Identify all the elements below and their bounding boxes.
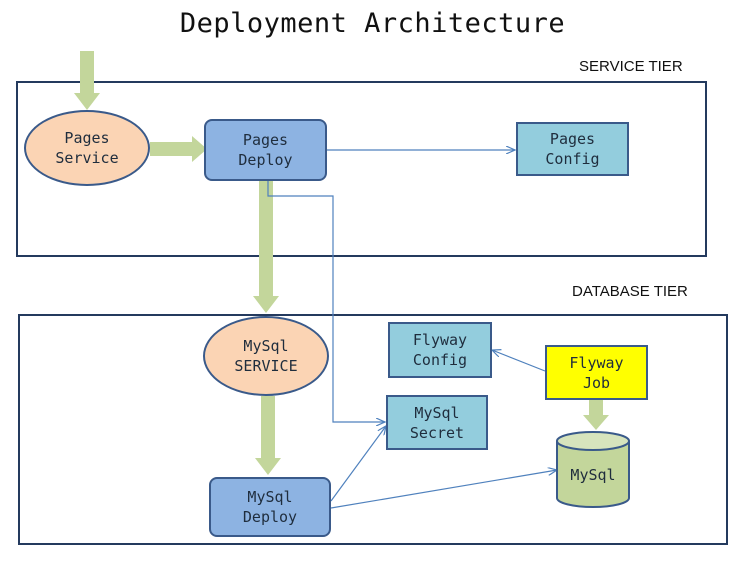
pages-deploy-node: Pages Deploy	[204, 119, 327, 181]
thick-arrow-pages-deploy-to-mysql-service	[253, 181, 279, 313]
pages-config-label: Pages Config	[545, 130, 600, 168]
thin-arrow-mysql-deploy-to-mysql-db	[330, 470, 557, 509]
thick-arrow-external-to-pages-service	[74, 51, 100, 110]
thick-arrow-flyway-job-to-mysql-db	[583, 400, 609, 430]
mysql-db-cylinder	[556, 431, 630, 508]
pages-config-node: Pages Config	[516, 122, 629, 176]
flyway-config-node: Flyway Config	[388, 322, 492, 378]
mysql-db-node: MySql	[557, 452, 629, 498]
mysql-deploy-label: MySql Deploy	[242, 488, 298, 526]
flyway-config-label: Flyway Config	[412, 331, 468, 369]
thick-arrow-mysql-service-to-mysql-deploy	[255, 396, 281, 475]
thick-arrow-pages-service-to-pages-deploy	[150, 136, 207, 162]
pages-deploy-label: Pages Deploy	[238, 131, 293, 169]
database-tier-label: DATABASE TIER	[572, 283, 688, 300]
mysql-db-label: MySql	[570, 466, 616, 484]
service-tier-label: SERVICE TIER	[579, 58, 683, 75]
mysql-service-node: MySql SERVICE	[203, 316, 329, 396]
thin-arrow-pages-deploy-to-mysql-secret	[267, 181, 385, 422]
flyway-job-node: Flyway Job	[545, 345, 648, 400]
pages-service-node: Pages Service	[24, 110, 150, 186]
mysql-secret-label: MySql Secret	[409, 403, 465, 442]
flyway-job-label: Flyway Job	[569, 353, 624, 392]
service-tier-frame	[16, 81, 707, 257]
thin-arrow-mysql-deploy-to-mysql-secret	[330, 426, 386, 502]
database-tier-frame	[18, 314, 728, 545]
thin-arrow-flyway-job-to-flyway-config	[492, 350, 546, 372]
mysql-deploy-node: MySql Deploy	[209, 477, 331, 537]
pages-service-label: Pages Service	[55, 129, 119, 167]
mysql-service-label: MySql SERVICE	[234, 337, 298, 375]
mysql-secret-node: MySql Secret	[386, 395, 488, 450]
diagram-title: Deployment Architecture	[179, 8, 566, 39]
